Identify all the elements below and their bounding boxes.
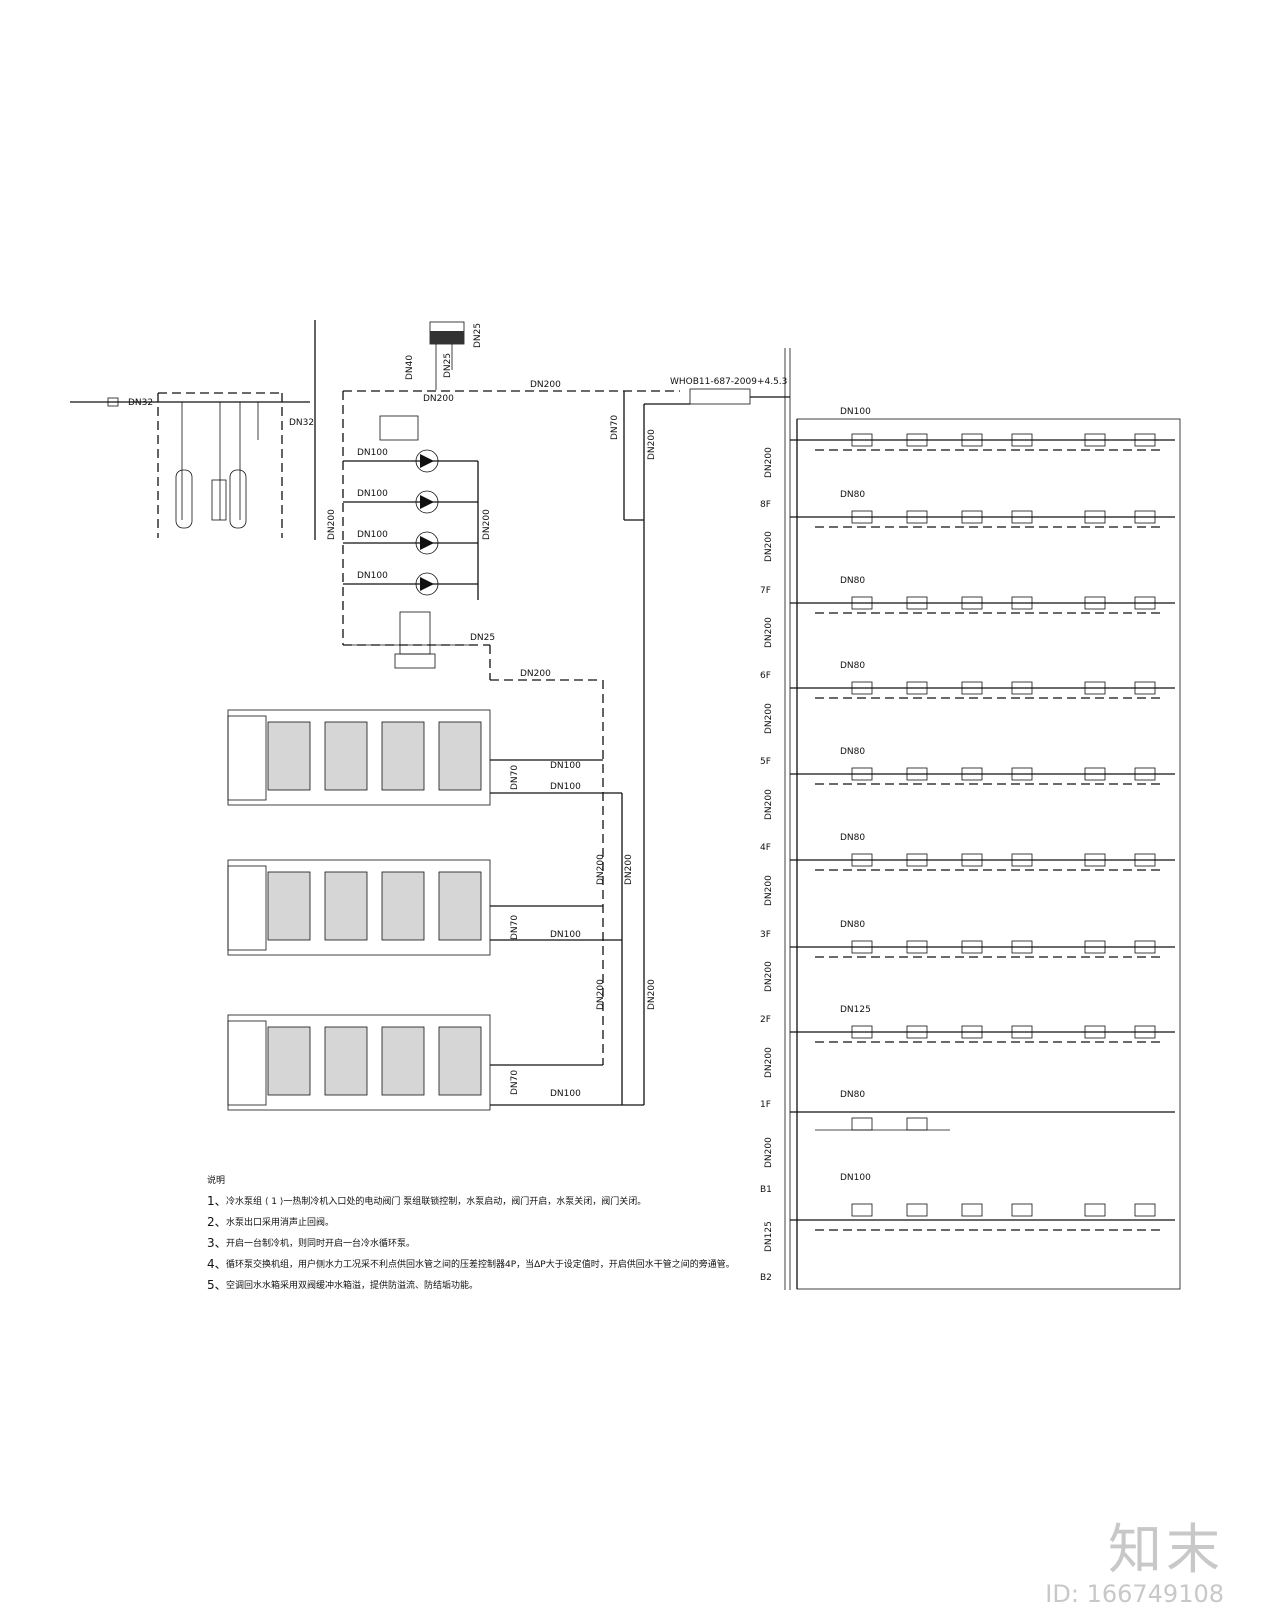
- makeup-water-unit: DN32 DN32: [70, 320, 316, 540]
- riser-label-1: DN200: [764, 447, 774, 478]
- note-3-text: 开启一台制冷机，则同时开启一台冷水循环泵。: [226, 1237, 415, 1249]
- note-2-num: 2、: [207, 1215, 227, 1229]
- expansion-pipe-label-3: DN25: [473, 323, 483, 348]
- note-5-text: 空调回水水箱采用双阀缓冲水箱溢，提供防溢流、防结垢功能。: [226, 1279, 478, 1291]
- floor-label-3F: 3F: [760, 930, 771, 940]
- expansion-tank: DN40 DN25 DN25: [405, 321, 483, 390]
- note-4-num: 4、: [207, 1257, 227, 1271]
- spec-code: WHOB11-687-2009+4.5.3: [670, 377, 787, 387]
- chiller-return-label-1: DN200: [596, 854, 606, 885]
- chiller-2: DN100 DN70: [227, 859, 622, 956]
- floor-label-7F: 7F: [760, 586, 771, 596]
- note-2-text: 水泵出口采用消声止回阀。: [226, 1216, 334, 1228]
- floor-row-4F: 4F DN80: [760, 833, 1175, 871]
- floor-6F-branch: DN80: [840, 661, 865, 671]
- bypass-branch: DN70 DN200 DN200 DN200 DN200 DN200: [596, 391, 690, 1105]
- floor-8F-branch: DN80: [840, 490, 865, 500]
- chiller3-branch-label: DN70: [510, 1070, 520, 1095]
- floor-label-2F: 2F: [760, 1015, 771, 1025]
- floor-7F-branch: DN80: [840, 576, 865, 586]
- main-return-label: DN200: [530, 380, 561, 390]
- chiller1-in-label: DN100: [550, 761, 581, 771]
- note-5-num: 5、: [207, 1278, 227, 1292]
- pump-suction-label: DN200: [327, 509, 337, 540]
- chiller-return-label-2: DN200: [596, 979, 606, 1010]
- makeup-outlet-label: DN32: [289, 418, 314, 428]
- floor-row-2F: 2F DN125: [760, 1005, 1175, 1043]
- note-4-text: 循环泵交换机组，用户侧水力工况采不利点供回水管之间的压差控制器4P，当ΔP大于设…: [226, 1258, 735, 1270]
- floor-4F-branch: DN80: [840, 833, 865, 843]
- chiller-1: DN100 DN100 DN70: [227, 709, 622, 806]
- note-1-text: 冷水泵组 ⟨ 1 ⟩一热制冷机入口处的电动阀门 泵组联锁控制，水泵启动，阀门开启…: [226, 1195, 646, 1207]
- floor-row-6F: 6F DN80: [760, 661, 1175, 699]
- expansion-pipe-label-1: DN40: [405, 355, 415, 380]
- floor-label-B1: B1: [760, 1185, 772, 1195]
- riser-label-3: DN200: [764, 617, 774, 648]
- floor-label-4F: 4F: [760, 843, 771, 853]
- floor-row-B1: B1 DN100: [760, 1173, 1175, 1231]
- riser-pipe-labels: DN200 DN200 DN200 DN200 DN200 DN200 DN20…: [764, 447, 774, 1252]
- building-riser: DN100 8F DN80 7F DN80 6F DN80 5F DN80: [760, 407, 1181, 1290]
- watermark-logo: 知末: [1108, 1518, 1224, 1581]
- riser-label-4: DN200: [764, 703, 774, 734]
- floor-row-roof: DN100: [790, 407, 1175, 451]
- chiller-supply-label-1: DN200: [624, 854, 634, 885]
- floor-1F-branch: DN80: [840, 1090, 865, 1100]
- floor-5F-branch: DN80: [840, 747, 865, 757]
- notes-block: 说明 1、 冷水泵组 ⟨ 1 ⟩一热制冷机入口处的电动阀门 泵组联锁控制，水泵启…: [207, 1174, 735, 1292]
- floor-row-B2: B2: [760, 1273, 772, 1283]
- pump2-label: DN100: [357, 489, 388, 499]
- floor-row-7F: 7F DN80: [760, 576, 1175, 614]
- chiller2-branch-label: DN70: [510, 915, 520, 940]
- expansion-pipe-label-2: DN25: [443, 353, 453, 378]
- pump3-label: DN100: [357, 530, 388, 540]
- riser-label-6: DN200: [764, 875, 774, 906]
- riser-label-top: DN200: [647, 429, 657, 460]
- chiller-3: DN100 DN70: [227, 1014, 644, 1111]
- spec-callout: WHOB11-687-2009+4.5.3: [670, 348, 791, 1290]
- roof-branch-label: DN100: [840, 407, 871, 417]
- floor-row-1F: 1F DN80: [760, 1090, 1175, 1131]
- makeup-pump-label: DN25: [470, 633, 495, 643]
- riser-label-7: DN200: [764, 961, 774, 992]
- watermark: 知末 ID: 166749108: [1044, 1520, 1224, 1608]
- chiller1-branch-label: DN70: [510, 765, 520, 790]
- floor-label-6F: 6F: [760, 671, 771, 681]
- floor-label-B2: B2: [760, 1273, 772, 1283]
- floor-row-3F: 3F DN80: [760, 920, 1175, 958]
- floor-row-5F: 5F DN80: [760, 747, 1175, 785]
- fan-coil-units: [851, 433, 1156, 1217]
- floor-label-8F: 8F: [760, 500, 771, 510]
- pump-group: DN200 DN200 DN200 DN200 DN200 DN100 DN10…: [327, 380, 680, 681]
- floor-B1-branch: DN100: [840, 1173, 871, 1183]
- pump4-label: DN100: [357, 571, 388, 581]
- riser-label-2: DN200: [764, 531, 774, 562]
- riser-label-8: DN200: [764, 1047, 774, 1078]
- floor-label-5F: 5F: [760, 757, 771, 767]
- notes-title: 说明: [207, 1174, 225, 1186]
- floor-label-1F: 1F: [760, 1100, 771, 1110]
- chiller1-out-label: DN100: [550, 782, 581, 792]
- floor-3F-branch: DN80: [840, 920, 865, 930]
- note-1-num: 1、: [207, 1194, 227, 1208]
- riser-label-9: DN200: [764, 1137, 774, 1168]
- chiller-supply-label-2: DN200: [647, 979, 657, 1010]
- floor-2F-branch: DN125: [840, 1005, 871, 1015]
- note-3-num: 3、: [207, 1236, 227, 1250]
- chiller3-out-label: DN100: [550, 1089, 581, 1099]
- pump-discharge-label: DN200: [482, 509, 492, 540]
- chiller2-out-label: DN100: [550, 930, 581, 940]
- riser-label-5: DN200: [764, 789, 774, 820]
- makeup-pipe-label: DN32: [128, 398, 153, 408]
- bypass-label: DN70: [610, 415, 620, 440]
- watermark-id: ID: 166749108: [1045, 1580, 1224, 1608]
- riser-label-10: DN125: [764, 1221, 774, 1252]
- floor-row-8F: 8F DN80: [760, 490, 1175, 528]
- main-header-label: DN200: [423, 394, 454, 404]
- pump1-label: DN100: [357, 448, 388, 458]
- pump-outlet-label: DN200: [520, 669, 551, 679]
